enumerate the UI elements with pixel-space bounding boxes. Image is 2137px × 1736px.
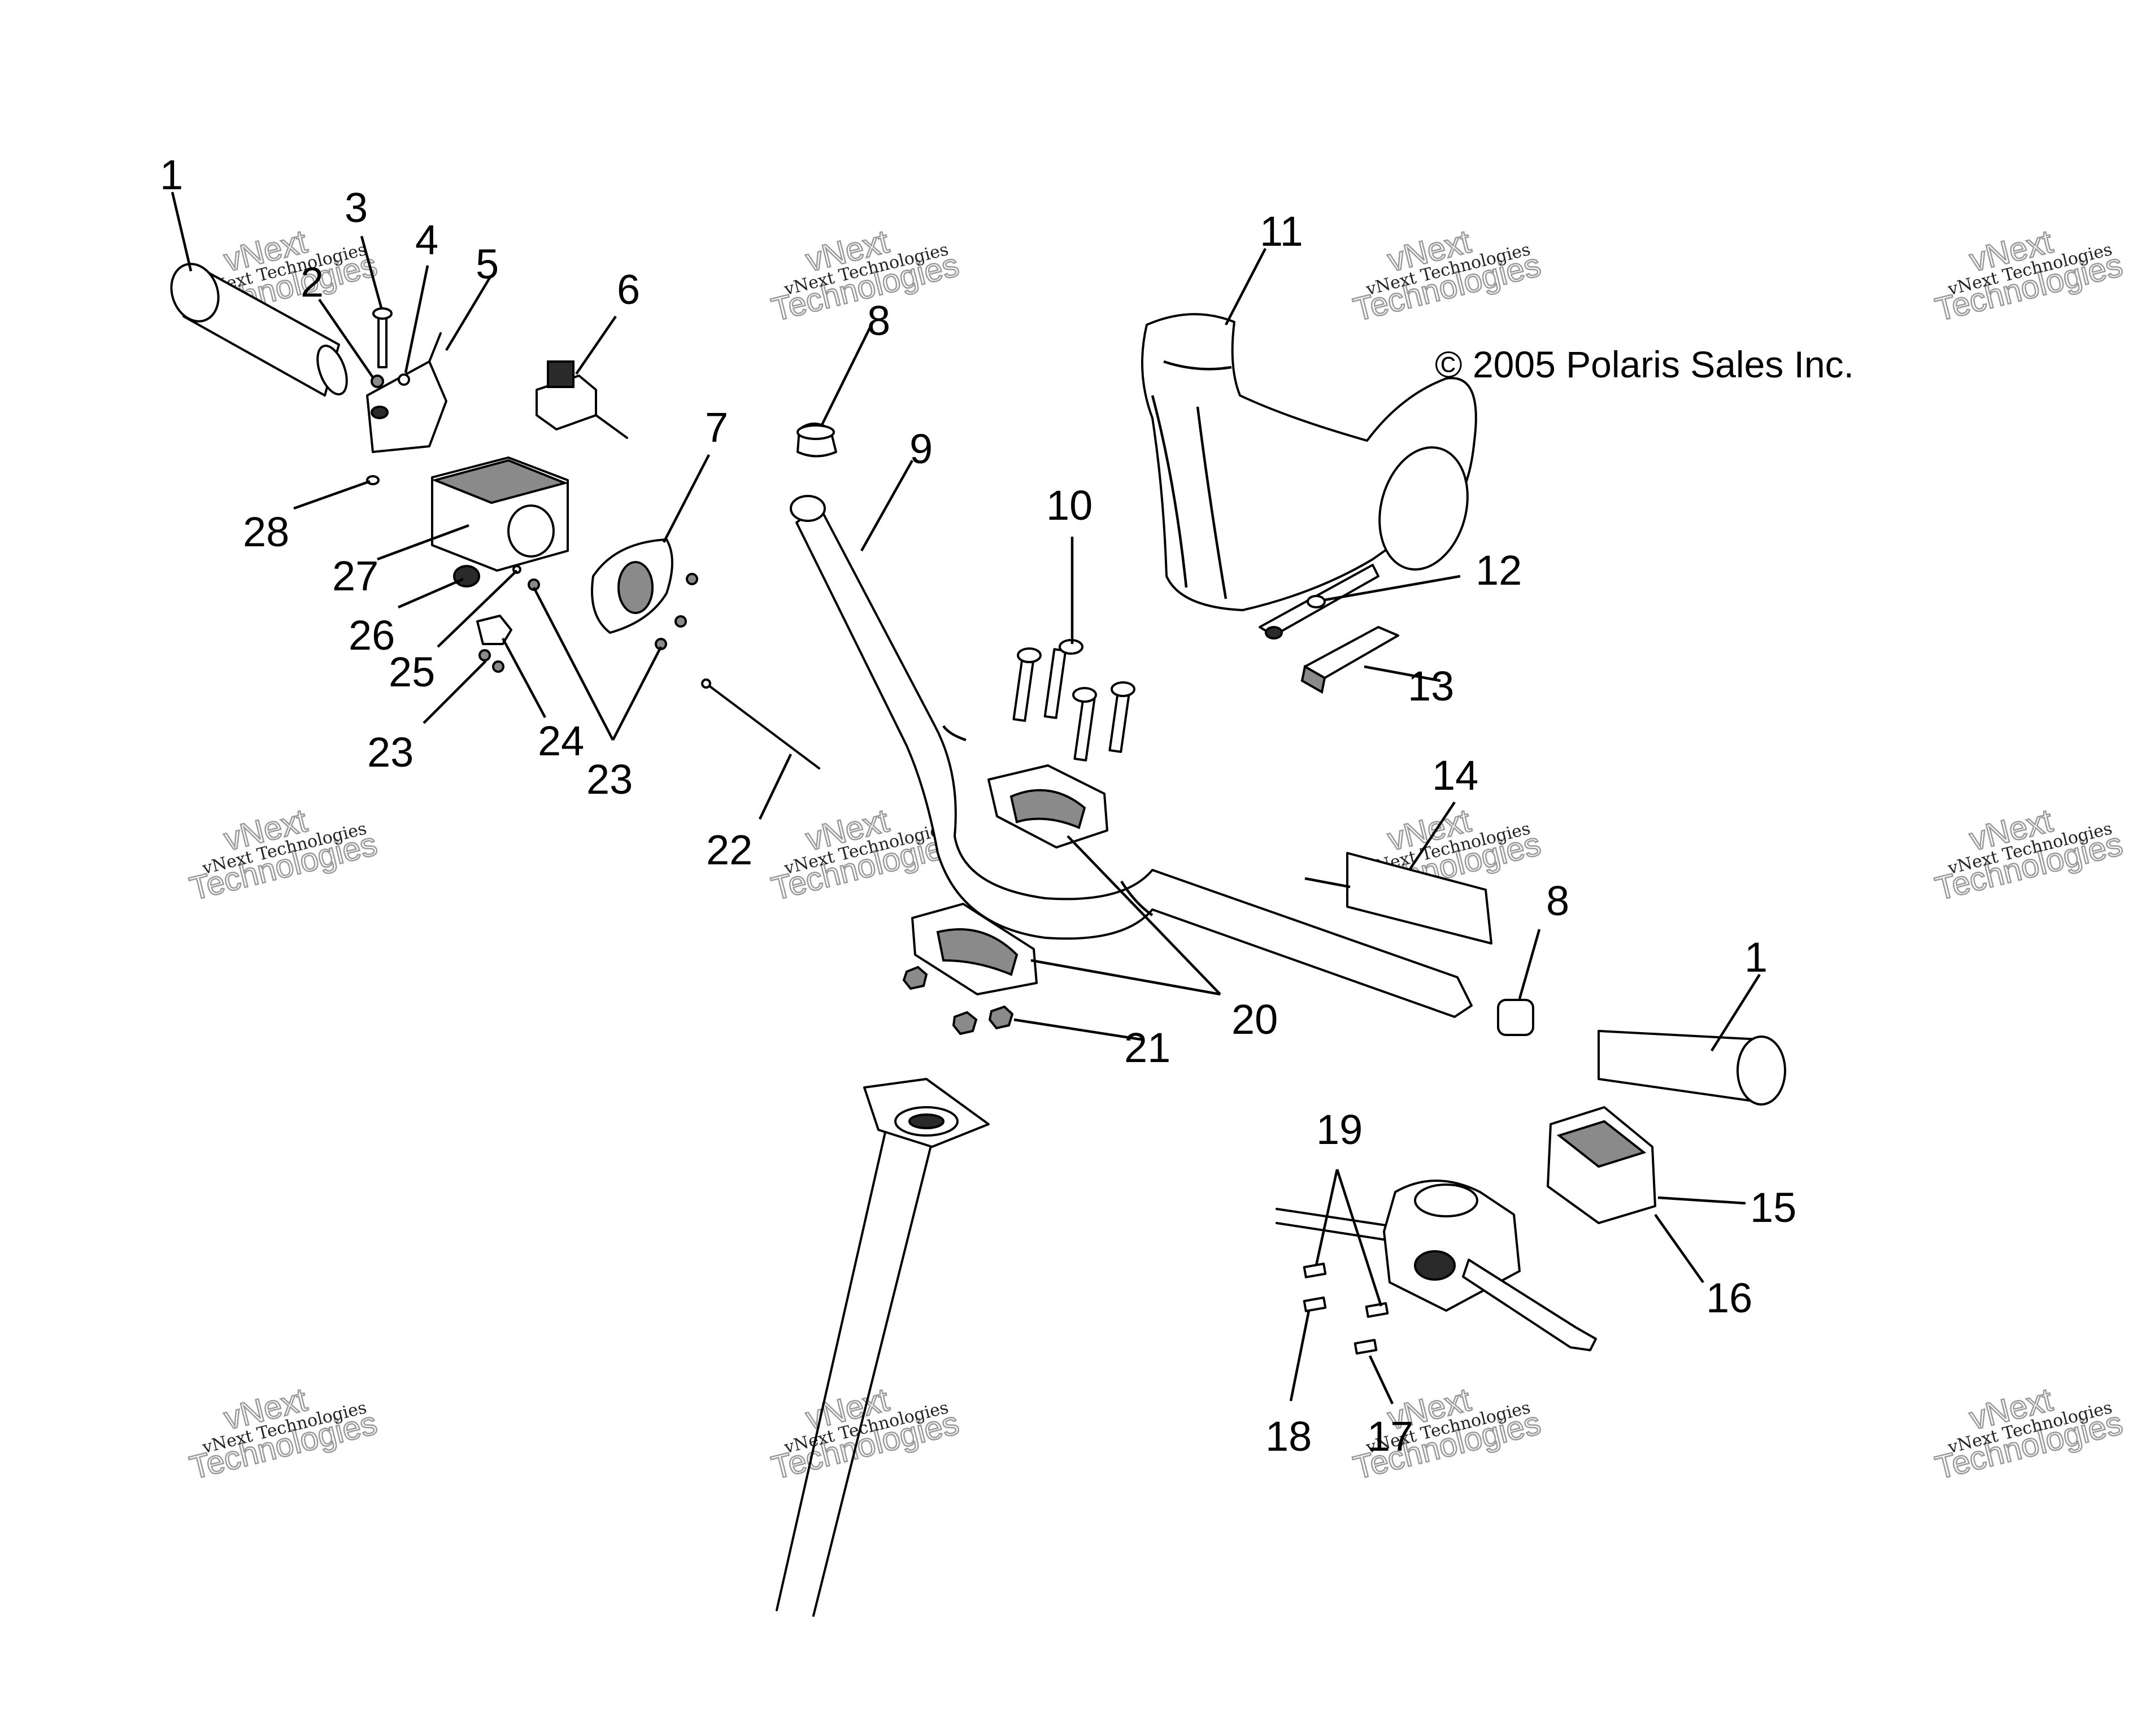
callout-13: 13 xyxy=(1408,663,1454,710)
callout-8-right: 8 xyxy=(1546,877,1569,924)
callout-11: 11 xyxy=(1260,208,1303,255)
brake-master-cylinder xyxy=(1276,1180,1597,1351)
watermark: vNext Technologies vNext Technologies xyxy=(1931,1381,2127,1487)
callout-16: 16 xyxy=(1706,1274,1752,1321)
callout-26: 26 xyxy=(349,612,395,659)
callout-3: 3 xyxy=(345,184,368,231)
watermark: vNext Technologies vNext Technologies xyxy=(1931,802,2127,908)
heated-grip xyxy=(1304,852,1492,945)
callouts: 1 1 2 3 4 5 6 7 8 8 9 10 11 12 13 14 15 … xyxy=(160,151,1796,1460)
callout-5: 5 xyxy=(476,241,499,288)
callout-19: 19 xyxy=(1316,1106,1363,1153)
throttle-block xyxy=(536,360,628,439)
end-plug-left xyxy=(797,423,837,458)
callout-24: 24 xyxy=(538,717,584,764)
callout-25: 25 xyxy=(389,649,435,695)
callout-14: 14 xyxy=(1432,752,1478,799)
copyright-notice: © 2005 Polaris Sales Inc. xyxy=(1435,343,1854,385)
callout-2: 2 xyxy=(301,259,324,306)
throttle-cover xyxy=(591,538,673,634)
callout-21: 21 xyxy=(1124,1024,1170,1071)
callout-1-right: 1 xyxy=(1744,934,1768,981)
grip-left xyxy=(170,263,348,397)
grip-right xyxy=(1598,1030,1786,1106)
watermark: vNext Technologies vNext Technologies xyxy=(1931,223,2127,329)
callout-1-left: 1 xyxy=(160,151,183,198)
callout-18: 18 xyxy=(1265,1413,1312,1460)
watermark: vNext Technologies vNext Technologies xyxy=(1349,223,1545,329)
callout-15: 15 xyxy=(1750,1184,1796,1231)
clamp-lower xyxy=(911,903,1038,995)
watermark: vNext Technologies vNext Technologies xyxy=(185,802,381,908)
end-plug-right xyxy=(1497,999,1534,1036)
callout-4: 4 xyxy=(415,216,438,263)
callout-9: 9 xyxy=(909,425,933,472)
callout-10: 10 xyxy=(1046,482,1093,529)
callout-27: 27 xyxy=(332,552,378,599)
callout-6: 6 xyxy=(617,266,640,313)
callout-12: 12 xyxy=(1476,547,1522,594)
throttle-bracket xyxy=(366,332,447,453)
leader-lines xyxy=(171,192,1761,1404)
watermark: vNext Technologies vNext Technologies xyxy=(185,1381,381,1487)
throttle-cable xyxy=(701,678,820,769)
clamp-upper xyxy=(987,764,1108,849)
callout-22: 22 xyxy=(706,826,752,873)
callout-8-left: 8 xyxy=(867,297,890,344)
steering-post xyxy=(776,1078,990,1617)
small-hardware xyxy=(366,307,698,673)
callout-23-right: 23 xyxy=(586,756,633,803)
nuts xyxy=(902,965,1014,1035)
handlebar xyxy=(790,495,1473,1018)
watermark: vNext Technologies vNext Technologies xyxy=(767,223,963,329)
guard-fasteners xyxy=(1300,595,1399,694)
callout-20: 20 xyxy=(1231,996,1278,1043)
callout-17: 17 xyxy=(1367,1413,1413,1460)
callout-28: 28 xyxy=(243,508,289,555)
callout-23-left: 23 xyxy=(367,729,414,776)
brake-clamp xyxy=(1547,1106,1656,1224)
clamp-bolts xyxy=(1012,639,1135,762)
switch-housing xyxy=(431,456,569,572)
callout-7: 7 xyxy=(705,404,728,451)
brake-screws xyxy=(1303,1263,1389,1355)
hand-guard xyxy=(1141,313,1477,639)
